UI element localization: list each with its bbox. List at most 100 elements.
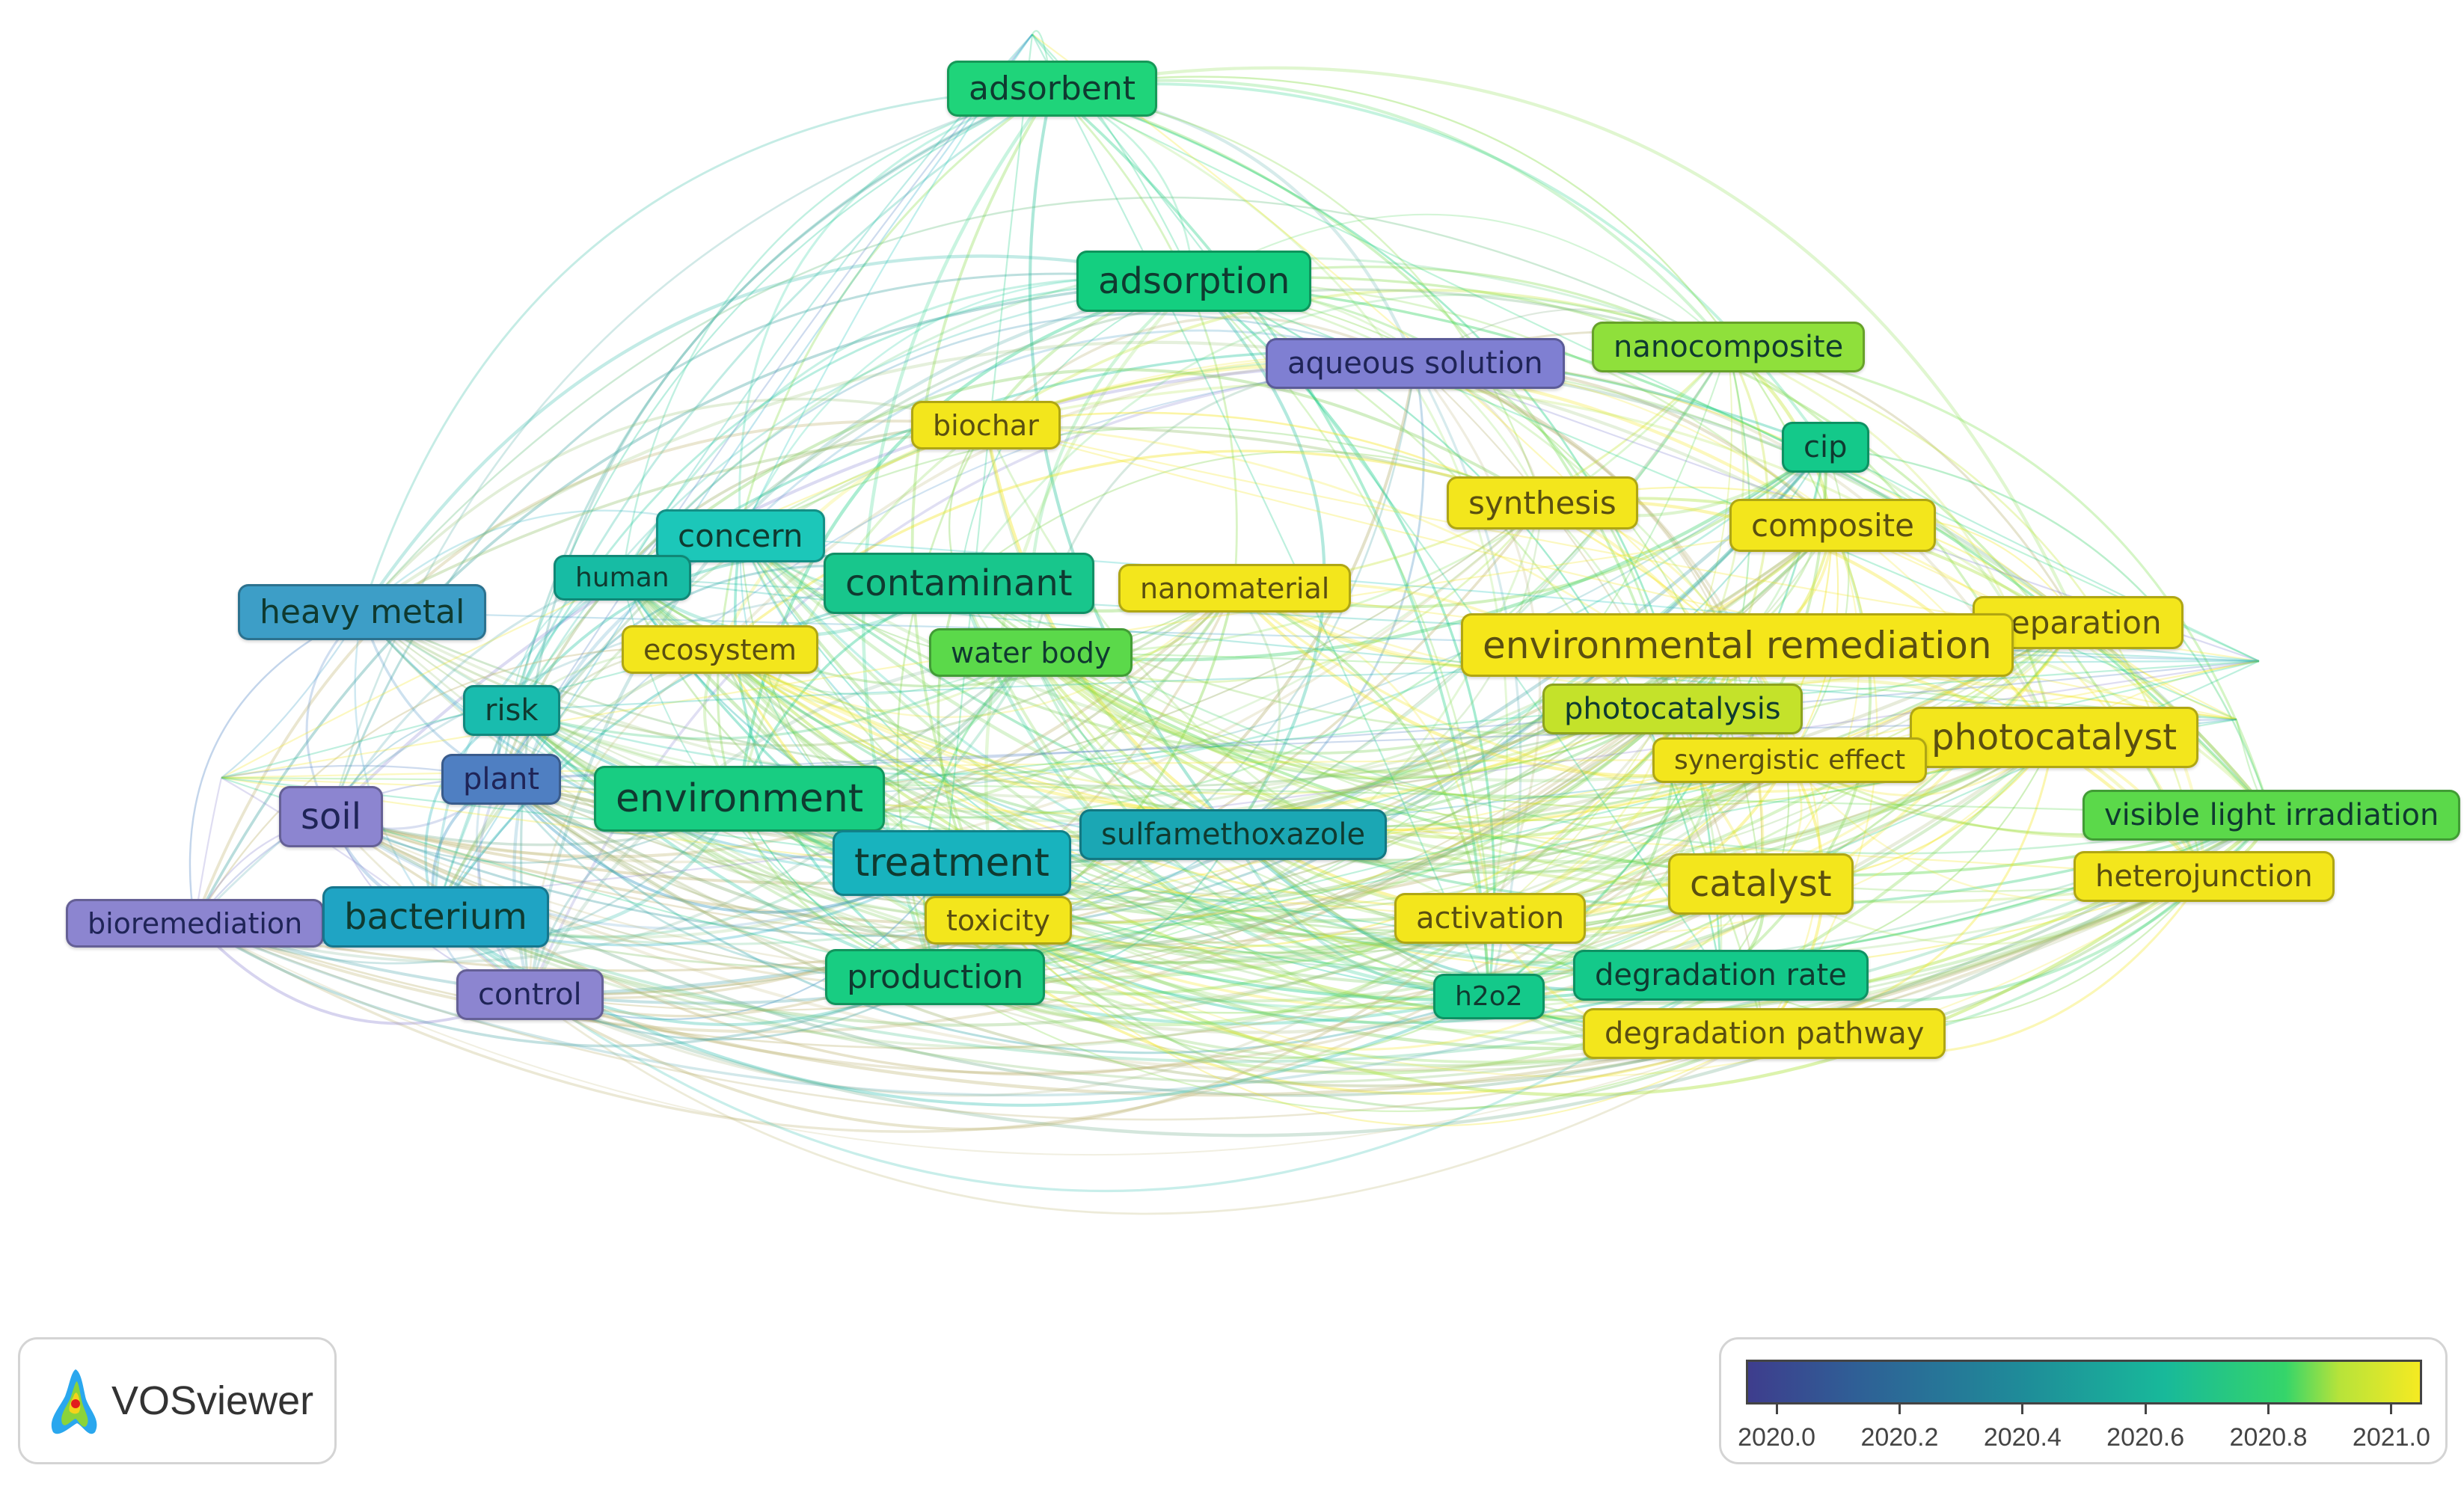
node-catalyst[interactable]: catalyst: [1668, 853, 1854, 915]
link-risk-synergistic-effect: [510, 709, 1790, 964]
link-synthesis-soil: [330, 501, 1544, 864]
node-photocatalyst[interactable]: photocatalyst: [1910, 707, 2199, 768]
link-water-body-risk: [511, 651, 1032, 740]
link-toxicity-degradation-pathway: [997, 919, 1765, 1127]
link-environmental-remediation-treatment: [951, 643, 1738, 903]
link-environmental-remediation-production: [934, 643, 1738, 996]
link-aqueous-solution-synergistic-effect: [1415, 362, 1791, 761]
node-plant[interactable]: plant: [441, 754, 562, 805]
colorbar-tick-mark: [2267, 1404, 2270, 1414]
link-ecosystem-water-body: [719, 648, 1032, 712]
link-ecosystem-catalyst: [719, 648, 1762, 910]
link-adsorbent-activation: [1051, 87, 1509, 919]
link-soil-treatment: [330, 815, 952, 930]
node-biochar[interactable]: biochar: [911, 401, 1061, 449]
link-risk-degradation-pathway: [510, 709, 1765, 1067]
colorbar-tick-mark: [1898, 1404, 1901, 1414]
link-adsorption-heavy-metal: [361, 254, 1195, 613]
link-synthesis-contaminant: [958, 450, 1543, 584]
hub-link-biochar: [985, 423, 2237, 721]
link-nanomaterial-ecosystem: [719, 587, 1235, 718]
node-water-body[interactable]: water body: [929, 628, 1133, 677]
node-control[interactable]: control: [456, 969, 604, 1020]
link-adsorbent-h2o2: [1050, 87, 1490, 997]
link-nanocomposite-biochar: [985, 289, 1729, 426]
link-water-body-heterojunction: [1030, 651, 2204, 903]
node-h2o2[interactable]: h2o2: [1433, 974, 1545, 1019]
node-nanocomposite[interactable]: nanocomposite: [1592, 322, 1866, 372]
hub-link-toxicity: [997, 660, 2260, 921]
node-soil[interactable]: soil: [279, 786, 384, 847]
colorbar-gradient: [1746, 1360, 2422, 1404]
node-risk[interactable]: risk: [463, 685, 560, 736]
link-adsorption-nanocomposite: [1193, 213, 1729, 348]
link-aqueous-solution-biochar: [984, 316, 1416, 426]
node-treatment[interactable]: treatment: [833, 830, 1071, 896]
node-human[interactable]: human: [554, 555, 691, 601]
node-concern[interactable]: concern: [656, 509, 825, 562]
link-human-heterojunction: [622, 576, 2204, 961]
node-synergistic-effect[interactable]: synergistic effect: [1652, 737, 1928, 783]
node-activation[interactable]: activation: [1394, 893, 1587, 944]
node-environment[interactable]: environment: [594, 766, 886, 832]
link-adsorbent-composite: [1051, 76, 1834, 526]
link-contaminant-visible-light-irradiation: [958, 582, 2272, 855]
link-environmental-remediation-soil: [330, 643, 1738, 989]
link-water-body-bioremediation: [194, 651, 1032, 963]
link-aqueous-solution-sulfamethoxazole: [1232, 363, 1425, 836]
link-heterojunction-degradation-rate: [1720, 876, 2204, 1025]
node-degradation-rate[interactable]: degradation rate: [1573, 950, 1869, 1001]
link-aqueous-solution-human: [622, 313, 1416, 578]
link-plant-degradation-pathway: [500, 778, 1765, 1087]
node-production[interactable]: production: [825, 949, 1046, 1005]
node-composite[interactable]: composite: [1729, 499, 1936, 552]
node-aqueous-solution[interactable]: aqueous solution: [1266, 338, 1565, 389]
node-synthesis[interactable]: synthesis: [1447, 476, 1638, 529]
link-adsorption-sulfamethoxazole: [1192, 280, 1326, 836]
node-nanomaterial[interactable]: nanomaterial: [1118, 564, 1352, 613]
link-contaminant-heterojunction: [958, 582, 2204, 893]
link-adsorbent-control: [519, 87, 1052, 995]
node-visible-light-irradiation[interactable]: visible light irradiation: [2083, 790, 2461, 841]
link-concern-photocatalyst: [739, 534, 2055, 874]
link-water-body-photocatalysis: [1030, 651, 1673, 779]
link-cip-risk: [511, 446, 1826, 776]
link-cip-visible-light-irradiation: [1824, 446, 2273, 816]
link-nanocomposite-visible-light-irradiation: [1727, 346, 2273, 816]
link-cip-water-body: [1030, 446, 1827, 662]
link-concern-visible-light-irradiation: [739, 534, 2272, 909]
link-treatment-degradation-pathway: [950, 862, 1765, 1110]
node-sulfamethoxazole[interactable]: sulfamethoxazole: [1079, 809, 1388, 860]
link-contaminant-photocatalyst: [957, 582, 2055, 864]
colorbar-tick-label: 2020.8: [2229, 1423, 2308, 1452]
node-adsorption[interactable]: adsorption: [1076, 251, 1312, 312]
node-adsorbent[interactable]: adsorbent: [947, 61, 1157, 117]
hub-link-plant: [500, 34, 1033, 780]
node-bioremediation[interactable]: bioremediation: [66, 899, 325, 948]
link-concern-synergistic-effect: [739, 534, 1790, 782]
node-environmental-remediation[interactable]: environmental remediation: [1461, 613, 2014, 677]
link-photocatalysis-toxicity: [997, 708, 1673, 924]
node-cip[interactable]: cip: [1782, 422, 1869, 473]
node-ecosystem[interactable]: ecosystem: [622, 625, 818, 674]
link-photocatalysis-control: [529, 707, 1674, 1097]
link-heterojunction-toxicity: [997, 876, 2204, 1078]
node-heterojunction[interactable]: heterojunction: [2074, 851, 2335, 902]
node-degradation-pathway[interactable]: degradation pathway: [1583, 1008, 1946, 1059]
link-heavy-metal-bacterium: [354, 611, 436, 918]
node-photocatalysis[interactable]: photocatalysis: [1542, 684, 1803, 734]
link-separation-ecosystem: [719, 621, 2079, 832]
node-toxicity[interactable]: toxicity: [925, 896, 1072, 945]
node-contaminant[interactable]: contaminant: [824, 553, 1094, 614]
node-bacterium[interactable]: bacterium: [322, 886, 549, 948]
link-activation-control: [529, 917, 1492, 1131]
link-human-water-body: [622, 577, 1032, 696]
link-treatment-heterojunction: [951, 862, 2204, 1018]
link-environment-bioremediation: [194, 798, 740, 965]
node-heavy-metal[interactable]: heavy metal: [238, 584, 487, 640]
link-bioremediation-production: [194, 921, 936, 1048]
hub-link-control: [221, 777, 530, 995]
colorbar-tick-label: 2020.0: [1738, 1423, 1816, 1452]
link-adsorbent-soil: [329, 87, 1052, 817]
